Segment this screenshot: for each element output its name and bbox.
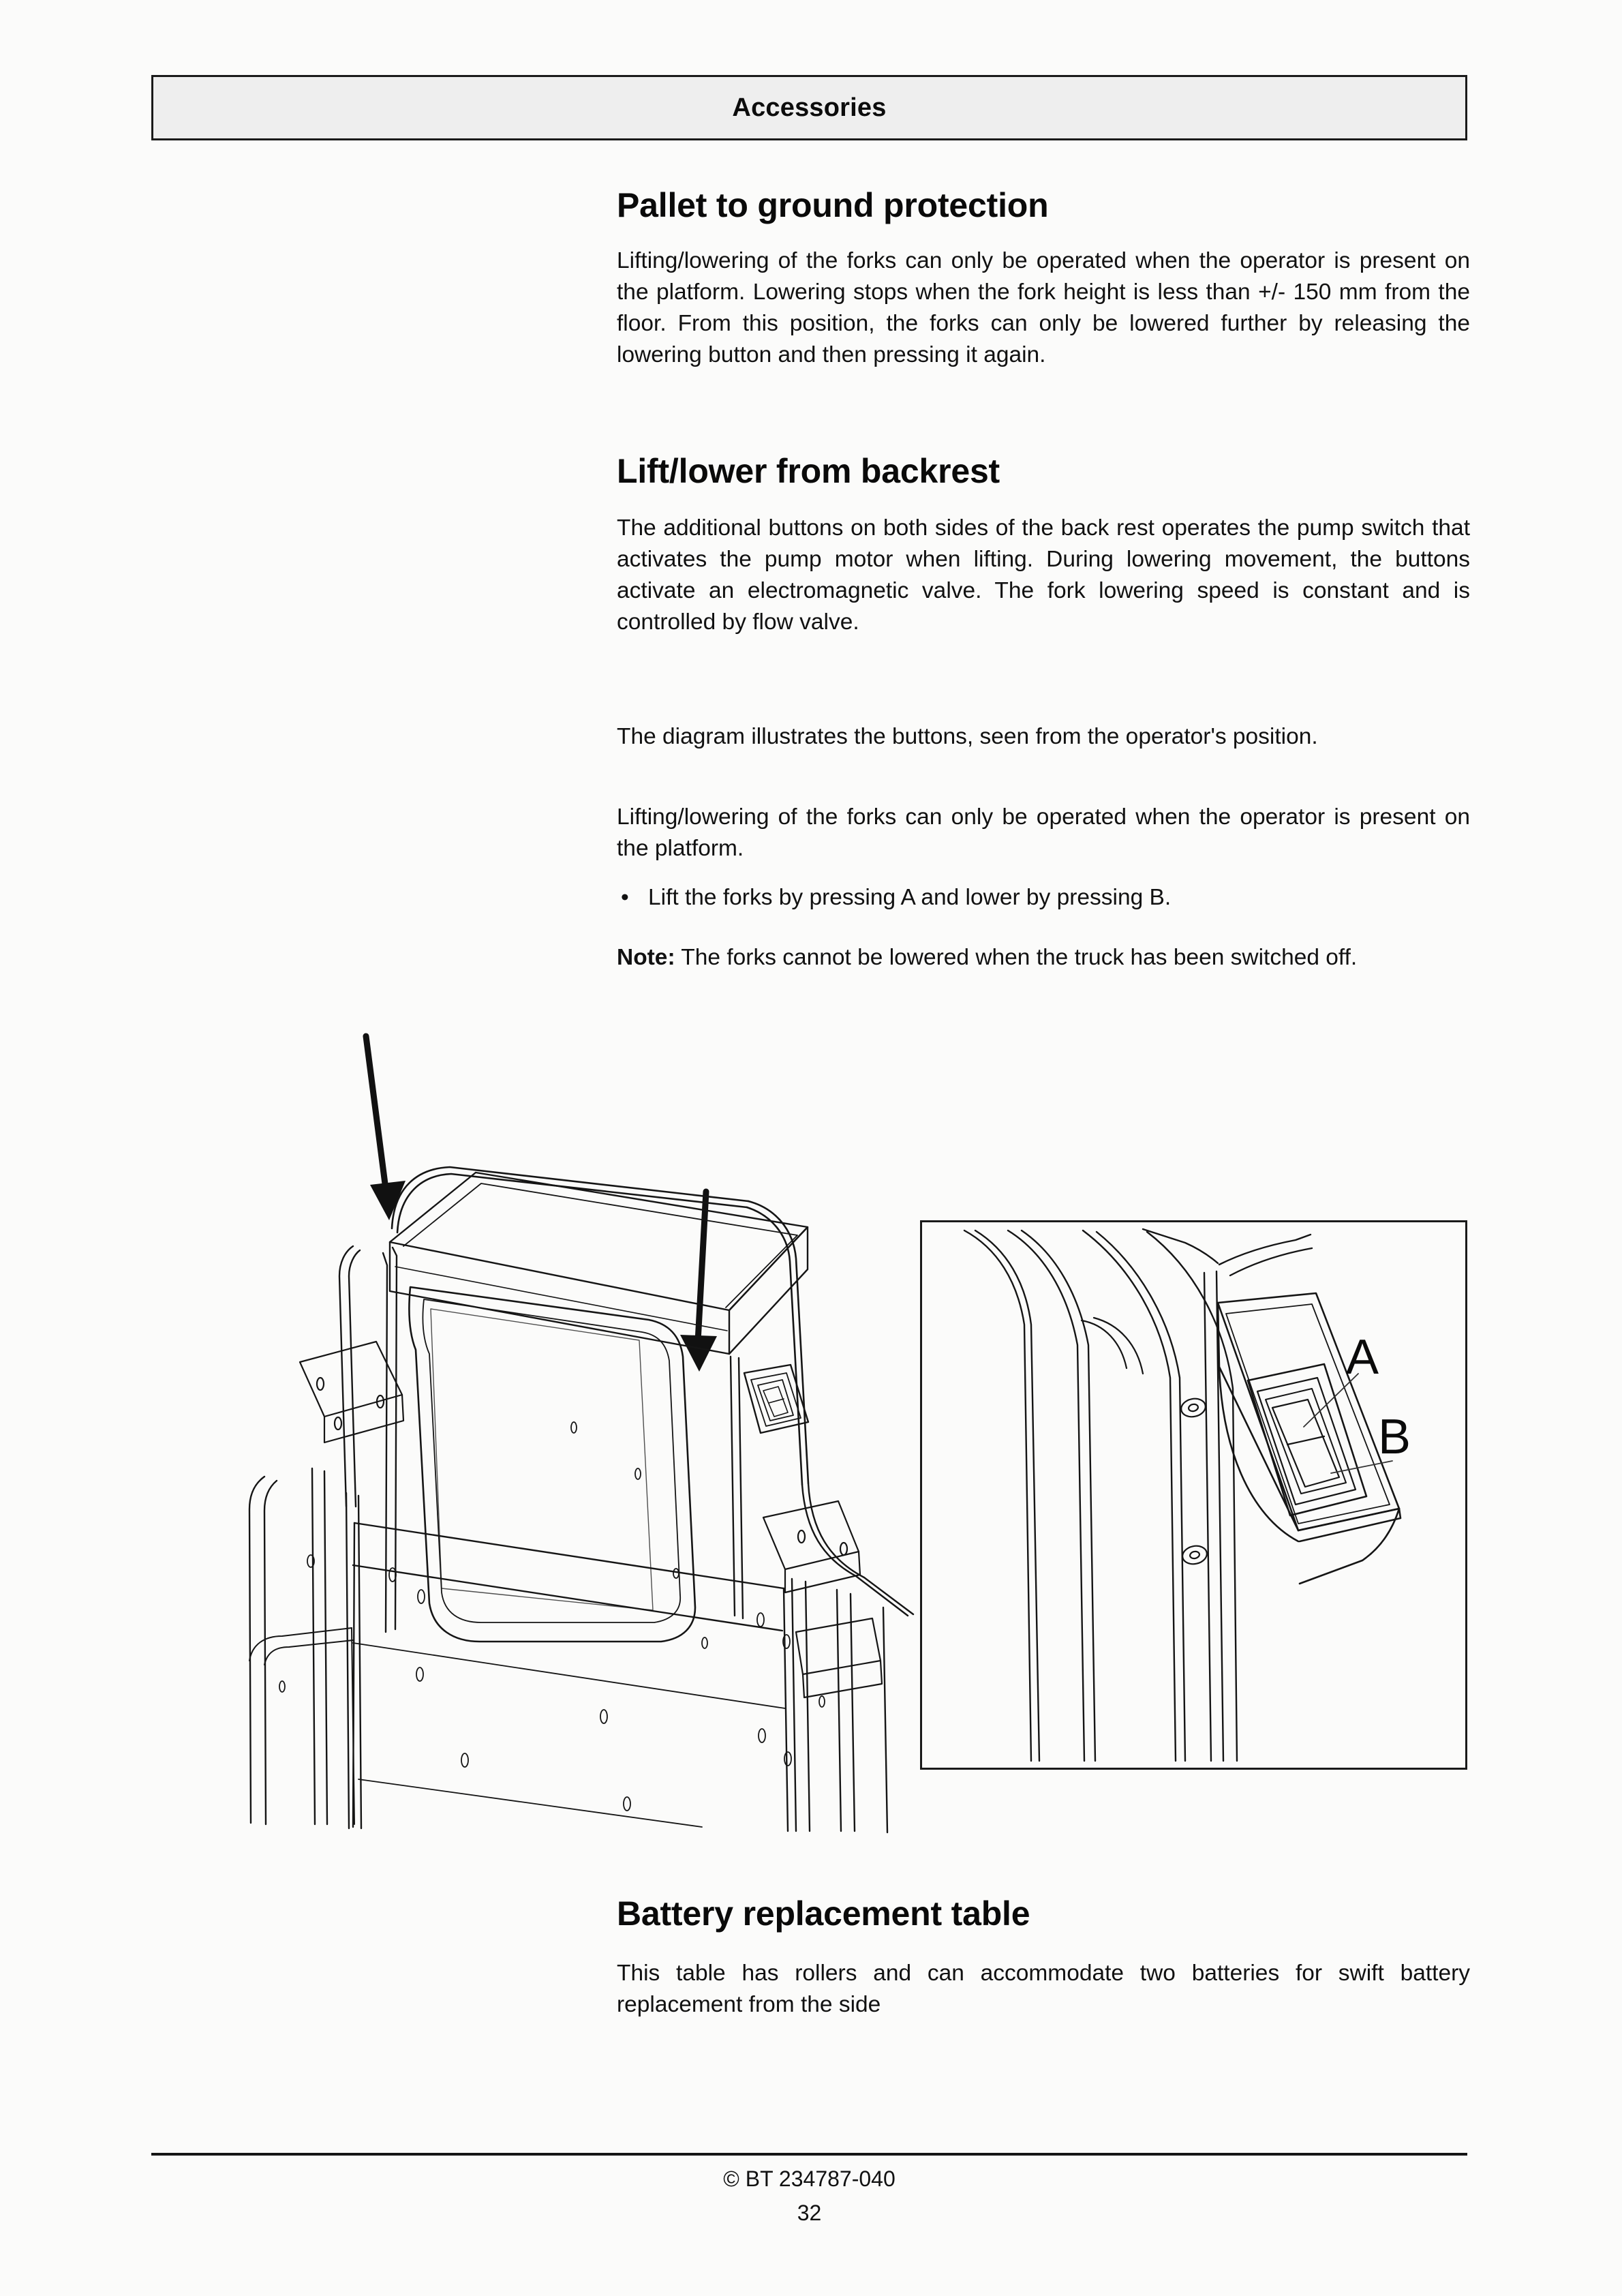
paragraph-pallet-to-ground-protection: Lifting/lowering of the forks can only b… (617, 248, 1470, 367)
page-header-box: Accessories (151, 75, 1467, 140)
paragraph-battery-replacement-table: This table has rollers and can accommoda… (617, 1961, 1470, 2017)
paragraph-operator-presence: Lifting/lowering of the forks can only b… (617, 804, 1470, 861)
backrest-line-drawing (248, 1033, 915, 1834)
footer-page-number: 32 (797, 2201, 822, 2225)
lower-channel-detail (249, 1627, 355, 1825)
figure-switch-detail-box (920, 1220, 1467, 1770)
callout-label-a: A (1346, 1330, 1379, 1385)
footer-copyright: © BT 234787-040 (723, 2166, 896, 2191)
callout-arrow-right (680, 1188, 717, 1372)
paragraph-note: Note: The forks cannot be lowered when t… (617, 942, 1470, 973)
backrest-column (963, 1229, 1238, 1762)
backrest-right-flank (729, 1355, 915, 1620)
backrest-top-chamfer (1218, 1233, 1313, 1277)
heading-pallet-to-ground-protection: Pallet to ground protection (617, 186, 1049, 224)
list-item-label: Lift the forks by pressing A and lower b… (648, 885, 1172, 910)
rocker-switch-bezel (1246, 1363, 1368, 1517)
heading-lift-lower-from-backrest: Lift/lower from backrest (617, 452, 1000, 490)
callout-arrow-left (363, 1033, 406, 1220)
housing-screws (1180, 1398, 1208, 1565)
lower-structure-panel (352, 1522, 789, 1832)
figure-backrest-illustration (225, 1016, 947, 1834)
bullet-marker-icon: • (621, 885, 629, 910)
fastener-holes (279, 1421, 825, 1811)
footer-divider (151, 2153, 1467, 2156)
mast-uprights (248, 1467, 889, 1834)
callout-label-b: B (1378, 1410, 1411, 1464)
switch-detail-line-drawing (963, 1228, 1402, 1762)
rocker-paddle (1271, 1398, 1341, 1488)
paragraph-diagram-description: The diagram illustrates the buttons, see… (617, 724, 1318, 749)
page-header-title: Accessories (732, 93, 887, 122)
leader-lines (1303, 1373, 1393, 1474)
paragraph-lift-lower-operation: The additional buttons on both sides of … (617, 515, 1470, 635)
backrest-right-edge (1142, 1228, 1225, 1762)
note-text: The forks cannot be lowered when the tru… (675, 945, 1358, 970)
mounting-bracket-right (762, 1500, 861, 1594)
rocker-switch-right (743, 1363, 810, 1434)
list-item-lift-lower-buttons: • Lift the forks by pressing A and lower… (617, 882, 1470, 913)
lower-bracket-right (795, 1617, 883, 1699)
backrest-pad (388, 1171, 809, 1355)
backrest-left-post (338, 1245, 398, 1633)
note-label: Note: (617, 945, 675, 970)
heading-battery-replacement-table: Battery replacement table (617, 1894, 1030, 1933)
mounting-bracket-upper-left (299, 1340, 405, 1444)
corner-fillet (1080, 1316, 1144, 1375)
